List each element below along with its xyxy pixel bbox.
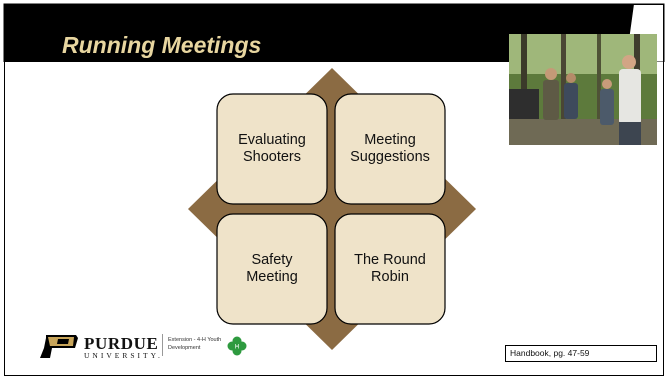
quadrant-diagram bbox=[188, 68, 476, 350]
box-label-safety-meeting: Safety Meeting bbox=[246, 252, 298, 285]
purdue-wordmark: PURDUE bbox=[84, 334, 159, 353]
box-evaluating-shooters bbox=[216, 93, 328, 205]
box-label-the-round-robin: The Round Robin bbox=[354, 252, 426, 285]
slide-frame bbox=[4, 4, 664, 376]
box-meeting-suggestions bbox=[334, 93, 446, 205]
box-label-meeting-suggestions: Meeting Suggestions bbox=[350, 132, 430, 165]
svg-text:H: H bbox=[235, 344, 240, 351]
photo-of-people-outdoors-icon bbox=[509, 34, 657, 145]
slide-title: Running Meetings bbox=[62, 32, 262, 58]
footer-divider bbox=[162, 334, 163, 356]
extension-text: Extension - 4-H Youth Development bbox=[168, 337, 222, 351]
box-safety-meeting bbox=[216, 213, 328, 325]
box-label-evaluating-shooters: Evaluating Shooters bbox=[238, 132, 306, 165]
purdue-university-text: UNIVERSITY. bbox=[84, 351, 163, 360]
title-bar bbox=[0, 0, 670, 62]
4h-clover-icon: H bbox=[227, 336, 247, 356]
purdue-p-logo-icon bbox=[40, 335, 78, 358]
box-the-round-robin bbox=[334, 213, 446, 325]
handbook-reference: Handbook, pg. 47-59 bbox=[505, 345, 657, 362]
